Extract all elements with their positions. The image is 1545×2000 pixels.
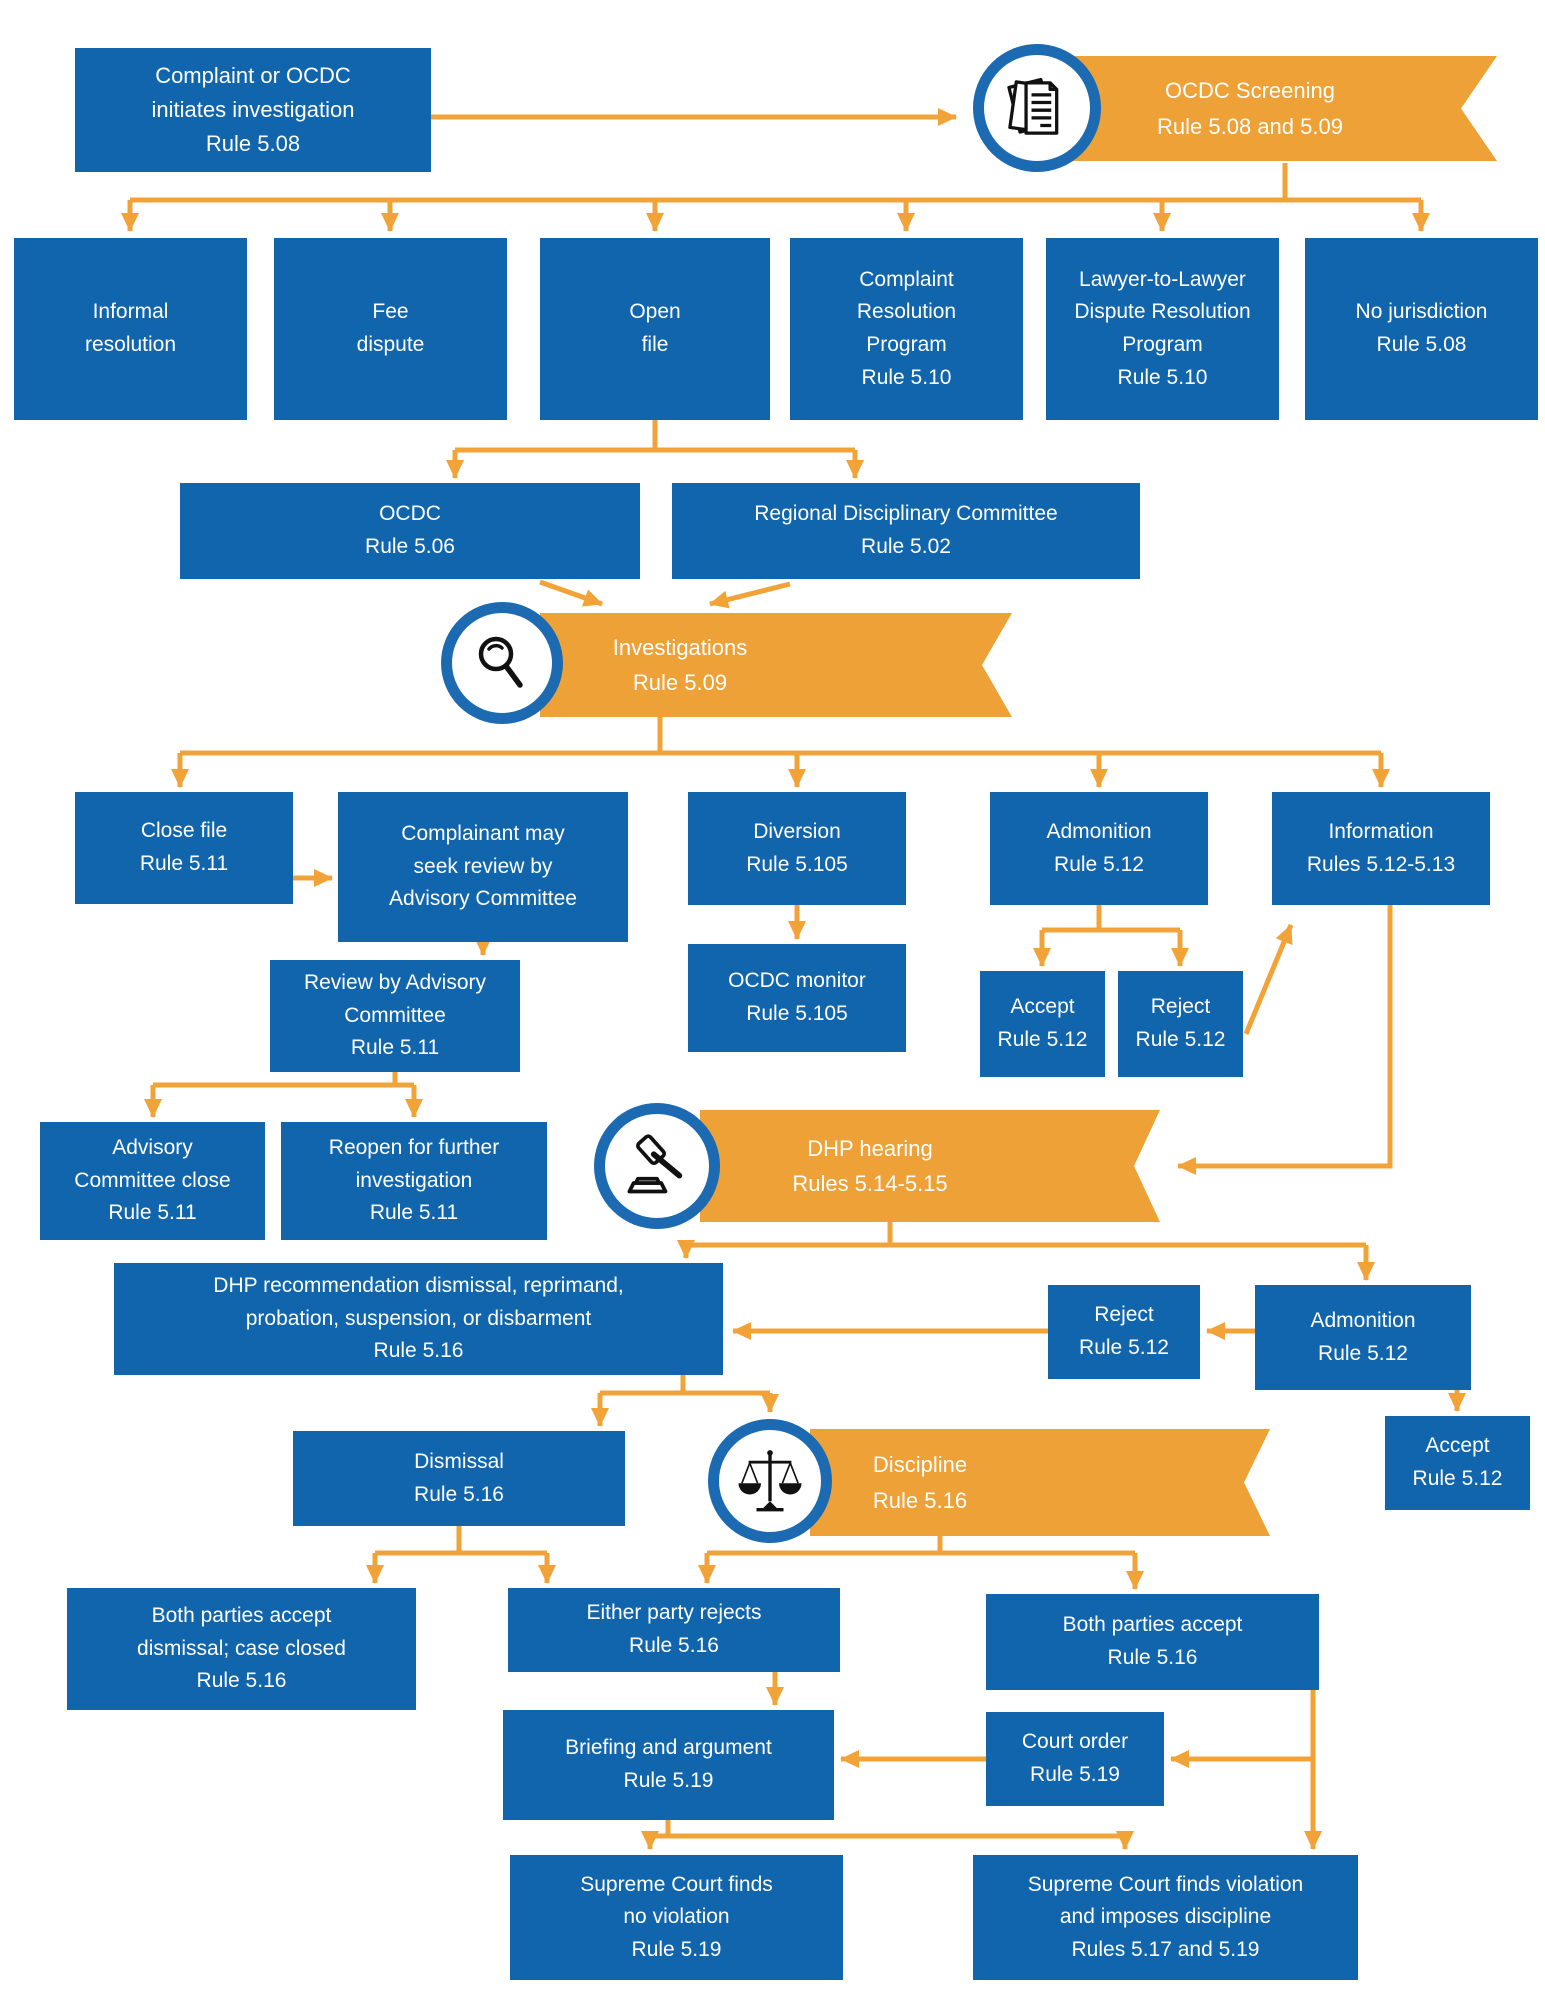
banner-dhp-hearing	[700, 1110, 1160, 1222]
node-information: Information Rules 5.12-5.13	[1272, 792, 1490, 905]
node-admonition-512: Admonition Rule 5.12	[1255, 1285, 1471, 1390]
node-ocdc-monitor: OCDC monitor Rule 5.105	[688, 944, 906, 1052]
node-review-by-advisory-committee: Review by Advisory Committee Rule 5.11	[270, 960, 520, 1072]
node-ocdc: OCDC Rule 5.06	[180, 483, 640, 579]
node-complaint-initiates: Complaint or OCDC initiates investigatio…	[75, 48, 431, 172]
node-advisory-committee-close: Advisory Committee close Rule 5.11	[40, 1122, 265, 1240]
investigations-badge	[441, 602, 563, 724]
node-fee-dispute: Fee dispute	[274, 238, 507, 420]
gavel-icon	[627, 1134, 683, 1194]
magnifier-icon	[478, 636, 523, 688]
node-either-party-rejects: Either party rejects Rule 5.16	[508, 1588, 840, 1672]
banner-investigations-label: Investigations Rule 5.09	[612, 634, 748, 695]
banner-ocdc-screening	[1072, 56, 1497, 161]
node-both-parties-accept: Both parties accept Rule 5.16	[986, 1594, 1319, 1690]
node-reject-512: Reject Rule 5.12	[1048, 1285, 1200, 1379]
banner-ocdc-screening-label: OCDC Screening Rule 5.08 and 5.09	[1157, 78, 1343, 139]
node-accept-512: Accept Rule 5.12	[1385, 1416, 1530, 1510]
node-admonition: Admonition Rule 5.12	[990, 792, 1208, 905]
node-supreme-court-violation: Supreme Court finds violation and impose…	[973, 1855, 1358, 1980]
node-admonition-reject: Reject Rule 5.12	[1118, 971, 1243, 1077]
node-diversion: Diversion Rule 5.105	[688, 792, 906, 905]
node-dismissal: Dismissal Rule 5.16	[293, 1431, 625, 1526]
node-no-jurisdiction: No jurisdiction Rule 5.08	[1305, 238, 1538, 420]
node-supreme-court-no-violation: Supreme Court finds no violation Rule 5.…	[510, 1855, 843, 1980]
documents-icon	[1007, 77, 1059, 135]
dhp-badge	[594, 1103, 720, 1229]
banner-investigations	[540, 613, 1012, 717]
node-court-order: Court order Rule 5.19	[986, 1712, 1164, 1806]
node-both-accept-dismissal: Both parties accept dismissal; case clos…	[67, 1588, 416, 1710]
screening-badge	[973, 44, 1101, 172]
discipline-badge	[708, 1419, 832, 1543]
banner-dhp-hearing-label: DHP hearing Rules 5.14-5.15	[792, 1135, 948, 1196]
node-informal-resolution: Informal resolution	[14, 238, 247, 420]
node-reopen-investigation: Reopen for further investigation Rule 5.…	[281, 1122, 547, 1240]
node-open-file: Open file	[540, 238, 770, 420]
node-complaint-resolution-program: Complaint Resolution Program Rule 5.10	[790, 238, 1023, 420]
banner-discipline-label: Discipline Rule 5.16	[872, 1452, 968, 1513]
node-dhp-recommendation: DHP recommendation dismissal, reprimand,…	[114, 1263, 723, 1375]
node-complainant-seek-review: Complainant may seek review by Advisory …	[338, 792, 628, 942]
node-briefing-and-argument: Briefing and argument Rule 5.19	[503, 1710, 834, 1820]
node-lawyer-to-lawyer-program: Lawyer-to-Lawyer Dispute Resolution Prog…	[1046, 238, 1279, 420]
node-close-file: Close file Rule 5.11	[75, 792, 293, 904]
node-admonition-accept: Accept Rule 5.12	[980, 971, 1105, 1077]
node-regional-disciplinary-committee: Regional Disciplinary Committee Rule 5.0…	[672, 483, 1140, 579]
banner-discipline	[810, 1429, 1270, 1536]
scales-icon	[738, 1450, 802, 1512]
